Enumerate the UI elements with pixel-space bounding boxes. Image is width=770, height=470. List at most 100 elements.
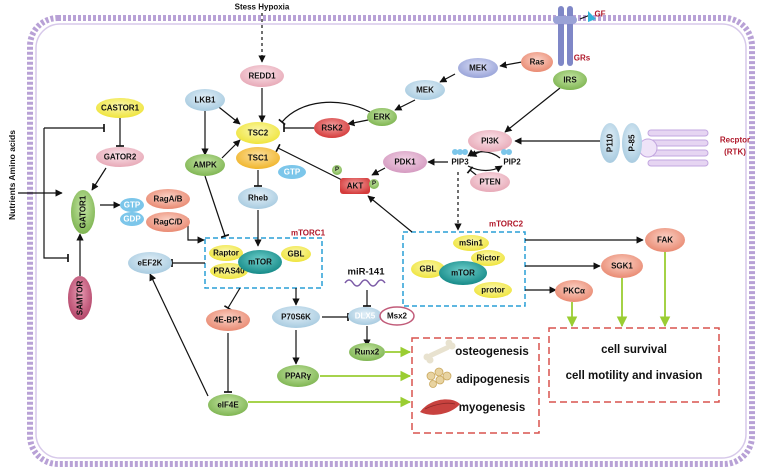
node-sgk1 bbox=[601, 254, 643, 278]
mtorc2-box bbox=[402, 231, 526, 307]
node-runx2-label: Runx2 bbox=[355, 348, 380, 357]
node-rictor-label: Rictor bbox=[476, 254, 499, 263]
node-pras40 bbox=[210, 263, 248, 279]
node-p-right bbox=[369, 179, 379, 189]
node-pdk1-label: PDK1 bbox=[394, 158, 416, 167]
node-4ebp1-label: 4E-BP1 bbox=[214, 316, 243, 325]
edge-pip2-pip3 bbox=[467, 149, 501, 159]
node-fak-label: FAK bbox=[657, 236, 673, 245]
node-samtor-label: SAMTOR bbox=[76, 281, 85, 316]
node-ppar-label: PPARγ bbox=[285, 372, 312, 381]
node-pten-label: PTEN bbox=[479, 178, 501, 187]
stress-hypoxia-label: Stess Hypoxia bbox=[235, 3, 290, 12]
node-runx2 bbox=[349, 343, 385, 361]
node-msx2-label: Msx2 bbox=[387, 312, 408, 321]
cell-outcome-box bbox=[548, 327, 720, 403]
cell-membrane-inner bbox=[35, 23, 747, 459]
node-mtor1 bbox=[238, 250, 282, 274]
node-p70s6k-label: P70S6K bbox=[281, 313, 311, 322]
edge-mek1-mek2 bbox=[439, 73, 456, 83]
edge-irs-pi3k bbox=[504, 87, 561, 133]
pip3-dot-2 bbox=[457, 149, 463, 155]
node-gdp-rag bbox=[120, 212, 144, 226]
node-pdk1 bbox=[383, 151, 427, 173]
node-p-left bbox=[332, 165, 342, 175]
node-tsc1 bbox=[236, 147, 280, 169]
receptor-sub-label: (RTK) bbox=[724, 148, 746, 157]
node-lkb1 bbox=[185, 89, 225, 111]
node-gator2 bbox=[96, 147, 144, 167]
node-pten bbox=[470, 172, 510, 192]
node-gtp-rag-label: GTP bbox=[124, 201, 141, 210]
edge-erk-tsc2 bbox=[278, 101, 371, 126]
nutrients-label: Nutrients Amino acids bbox=[7, 130, 17, 220]
node-castor1-label: CASTOR1 bbox=[101, 104, 140, 113]
node-irs bbox=[553, 70, 587, 90]
node-rheb bbox=[238, 187, 278, 209]
node-p-left-label: P bbox=[335, 167, 339, 173]
node-p85 bbox=[622, 123, 642, 163]
node-mek2-label: MEK bbox=[416, 86, 434, 95]
pip3-dot-3 bbox=[462, 149, 468, 155]
node-rag-cd-label: RagC/D bbox=[154, 218, 183, 227]
node-gtp-rag bbox=[120, 198, 144, 212]
muscle-icon bbox=[420, 399, 460, 415]
edge-erk-rsk2 bbox=[347, 119, 369, 127]
edge-nutrients-samtor bbox=[43, 128, 69, 263]
edge-mtorc1-4ebp1 bbox=[223, 287, 241, 311]
node-lkb1-label: LKB1 bbox=[195, 96, 216, 105]
node-rag-cd bbox=[146, 212, 190, 232]
node-fak bbox=[645, 228, 685, 252]
node-pi3k bbox=[468, 130, 512, 152]
tissue-outcome-box bbox=[411, 337, 540, 434]
node-msx2 bbox=[379, 306, 415, 326]
node-sgk1-label: SGK1 bbox=[611, 262, 633, 271]
node-gbl2 bbox=[411, 260, 445, 278]
receptor-label: Recptor bbox=[720, 136, 750, 145]
node-samtor bbox=[68, 276, 92, 320]
node-tsc2-label: TSC2 bbox=[248, 129, 269, 138]
node-p110 bbox=[600, 123, 620, 163]
outcome-cell-motility: cell motility and invasion bbox=[566, 370, 703, 382]
bone-icon bbox=[423, 339, 456, 364]
node-dlx5-label: DLX5 bbox=[355, 312, 376, 321]
mtorc1-label: mTORC1 bbox=[291, 229, 326, 238]
mtorc2-label: mTORC2 bbox=[489, 220, 524, 229]
node-ampk-label: AMPK bbox=[193, 161, 217, 170]
edge-mtorc2-akt bbox=[367, 195, 413, 233]
node-raptor-label: Raptor bbox=[213, 249, 239, 258]
edge-ras-mek1 bbox=[499, 61, 523, 69]
pip2-dot-2 bbox=[506, 149, 512, 155]
node-p70s6k bbox=[272, 306, 320, 328]
node-gtp-tsc-label: GTP bbox=[284, 168, 301, 177]
outcome-osteogenesis: osteogenesis bbox=[455, 346, 529, 358]
node-pras40-label: PRAS40 bbox=[213, 267, 245, 276]
node-gbl1-label: GBL bbox=[288, 250, 305, 259]
node-mek2 bbox=[405, 80, 445, 100]
node-redd1-label: REDD1 bbox=[248, 72, 276, 81]
node-mtor2 bbox=[439, 261, 487, 285]
gf-label: GF bbox=[594, 10, 605, 19]
node-rheb-label: Rheb bbox=[248, 194, 268, 203]
node-ampk bbox=[185, 154, 225, 176]
node-redd1 bbox=[240, 65, 284, 87]
node-4ebp1 bbox=[206, 309, 250, 331]
outcome-adipogenesis: adipogenesis bbox=[456, 374, 530, 386]
grs-label: GRs bbox=[574, 54, 591, 63]
node-gbl1 bbox=[281, 246, 311, 262]
node-mtor2-label: mTOR bbox=[451, 269, 475, 278]
edge-pdk1-akt bbox=[371, 167, 386, 176]
node-rictor bbox=[471, 250, 505, 266]
outcome-myogenesis: myogenesis bbox=[459, 402, 525, 414]
node-eef2k bbox=[128, 252, 172, 274]
node-castor1 bbox=[96, 98, 144, 118]
mirna-label: miR-141 bbox=[348, 267, 386, 278]
cell-membrane bbox=[27, 15, 755, 467]
node-p85-label: P-85 bbox=[628, 134, 637, 151]
node-dlx5 bbox=[348, 307, 382, 325]
gf-receptor bbox=[553, 6, 596, 66]
node-erk-label: ERK bbox=[374, 113, 391, 122]
pip3-dot-1 bbox=[452, 149, 458, 155]
node-p-right-label: P bbox=[372, 181, 376, 187]
